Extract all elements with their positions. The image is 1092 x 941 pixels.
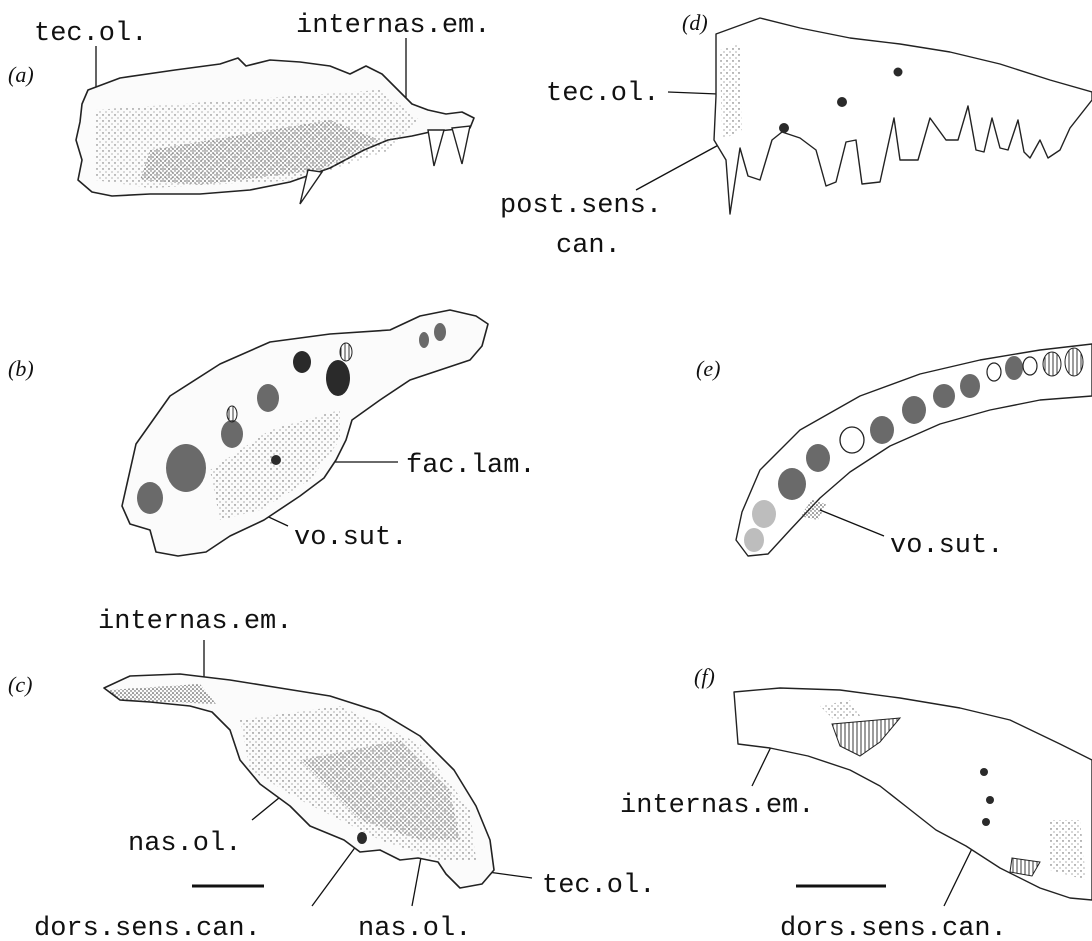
panel-b-letter: (b) <box>8 356 34 381</box>
panel-b-broken-tooth-1 <box>340 343 352 361</box>
panel-b-label-fac-lam: fac.lam. <box>406 451 536 481</box>
panel-b-foramen <box>271 455 281 465</box>
panel-d-foramen-2 <box>837 97 847 107</box>
panel-f-label-internas-em: internas.em. <box>620 791 814 821</box>
panel-d-foramen-1 <box>894 68 903 77</box>
panel-a-label-internas-em: internas.em. <box>296 11 490 41</box>
panel-c-label-nas-ol-1: nas.ol. <box>128 829 241 859</box>
panel-c-leader-tec-ol <box>488 872 532 878</box>
panel-f-stipple-edge <box>1050 820 1086 880</box>
panel-f-foramen-1 <box>980 768 988 776</box>
panel-b-socket-2 <box>293 351 311 373</box>
panel-e-socket-7 <box>933 384 955 408</box>
panel-d-label-tec-ol: tec.ol. <box>546 79 659 109</box>
panel-b-socket-4 <box>221 420 243 448</box>
panel-e-broken-tooth-1 <box>1043 352 1061 376</box>
panel-e-tooth-ring-2 <box>987 363 1001 381</box>
panel-d-label-can: can. <box>556 231 621 261</box>
panel-b-socket-6 <box>137 482 163 514</box>
panel-d-tec-ol-area <box>720 44 742 140</box>
panel-f-letter: (f) <box>694 664 715 689</box>
panel-e-socket-4 <box>806 444 830 472</box>
panel-e-tooth-ring-3 <box>1023 357 1037 375</box>
panel-d-leader-post-sens <box>636 142 724 190</box>
panel-a-label-tec-ol: tec.ol. <box>34 19 147 49</box>
panel-c: (c) internas.em. nas.ol. dors.sens.can. … <box>8 607 655 941</box>
panel-a-tooth-1 <box>428 130 444 166</box>
panel-d-bone-outline <box>714 18 1092 214</box>
panel-f-foramen-2 <box>986 796 994 804</box>
panel-d-foramen-3 <box>779 123 789 133</box>
panel-b: (b) fac.lam. vo.sut. <box>8 310 536 556</box>
panel-c-label-dors-sens-can: dors.sens.can. <box>34 914 261 941</box>
panel-d-label-post-sens: post.sens. <box>500 191 662 221</box>
panel-c-leader-nas-ol-2 <box>412 852 422 906</box>
panel-e-socket-8 <box>960 374 980 398</box>
panel-a: (a) tec.ol. internas.em. <box>8 11 490 204</box>
panel-e-tooth-ring-1 <box>840 427 864 453</box>
panel-e-bone-outline <box>736 344 1092 556</box>
panel-e-socket-3 <box>744 528 764 552</box>
panel-c-label-nas-ol-2: nas.ol. <box>358 914 471 941</box>
panel-c-label-tec-ol: tec.ol. <box>542 871 655 901</box>
panel-e-label-vo-sut: vo.sut. <box>890 531 1003 561</box>
panel-e-broken-tooth-2 <box>1065 348 1083 376</box>
panel-b-broken-tooth-2 <box>227 406 237 422</box>
panel-f-label-dors-sens-can: dors.sens.can. <box>780 914 1007 941</box>
panel-b-socket-5 <box>166 444 206 492</box>
panel-d: (d) tec.ol. post.sens. can. <box>500 10 1092 261</box>
panel-e-socket-1 <box>778 468 806 500</box>
panel-b-socket-3 <box>257 384 279 412</box>
panel-c-letter: (c) <box>8 672 32 697</box>
panel-e-letter: (e) <box>696 356 720 381</box>
panel-f: (f) internas.em. dors.sens.can. <box>620 664 1092 941</box>
panel-e-socket-9 <box>1005 356 1023 380</box>
panel-d-letter: (d) <box>682 10 708 35</box>
panel-b-label-vo-sut: vo.sut. <box>294 523 407 553</box>
panel-b-socket-7 <box>434 323 446 341</box>
panel-e: (e) vo.sut. <box>696 344 1092 561</box>
panel-e-leader-vo-sut <box>820 510 884 536</box>
panel-d-leader-tec-ol <box>668 92 718 94</box>
panel-b-socket-1 <box>326 360 350 396</box>
panel-f-foramen-3 <box>982 818 990 826</box>
panel-b-socket-8 <box>419 332 429 348</box>
panel-a-letter: (a) <box>8 62 34 87</box>
panel-c-label-internas-em: internas.em. <box>98 607 292 637</box>
panel-a-tooth-2 <box>452 126 470 164</box>
panel-e-socket-2 <box>752 500 776 528</box>
panel-e-socket-6 <box>902 396 926 424</box>
panel-e-socket-5 <box>870 416 894 444</box>
panel-c-dors-sens-foramen <box>357 832 367 844</box>
